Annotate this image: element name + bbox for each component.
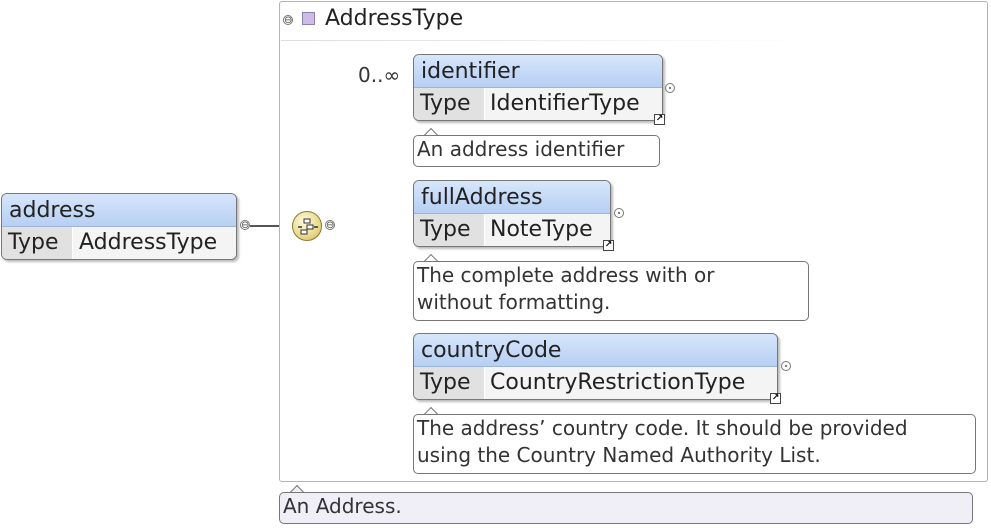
- compositor-collapse-icon[interactable]: ⊖: [325, 220, 335, 231]
- doc-line: without formatting.: [417, 290, 611, 314]
- element-identifier[interactable]: identifier Type IdentifierType: [413, 54, 663, 121]
- type-value: AddressType: [79, 230, 218, 255]
- sequence-compositor-icon[interactable]: [292, 211, 322, 241]
- element-name: countryCode: [421, 338, 562, 363]
- type-label: Type: [420, 91, 471, 116]
- element-header: address: [2, 194, 236, 227]
- country-code-expand-icon[interactable]: [781, 361, 791, 371]
- identifier-documentation: An address identifier: [413, 135, 660, 167]
- type-label: Type: [420, 370, 471, 395]
- type-row: Type CountryRestrictionType: [414, 367, 777, 399]
- full-address-documentation: The complete address with or without for…: [413, 261, 809, 321]
- group-documentation: An Address.: [279, 492, 973, 524]
- country-code-type-link-icon[interactable]: ↗: [770, 393, 781, 404]
- type-value: NoteType: [490, 217, 593, 242]
- type-label-cell: Type: [2, 227, 73, 259]
- country-code-documentation: The address’ country code. It should be …: [413, 414, 976, 474]
- element-address[interactable]: address Type AddressType: [1, 193, 237, 260]
- full-address-type-link-icon[interactable]: ↗: [603, 240, 614, 251]
- full-address-expand-icon[interactable]: [614, 208, 624, 218]
- type-label-cell: Type: [414, 88, 485, 120]
- type-row: Type NoteType: [414, 214, 610, 246]
- doc-line: The address’ country code. It should be …: [417, 416, 908, 440]
- group-divider: [281, 40, 811, 41]
- doc-line: The complete address with or: [417, 263, 715, 287]
- element-name: fullAddress: [421, 185, 543, 210]
- doc-text: An Address.: [283, 494, 402, 518]
- type-label: Type: [8, 230, 59, 255]
- identifier-cardinality: 0..∞: [358, 63, 401, 87]
- element-name: identifier: [421, 59, 520, 84]
- element-header: countryCode: [414, 334, 777, 367]
- group-title: AddressType: [325, 6, 464, 31]
- type-label: Type: [420, 217, 471, 242]
- identifier-type-link-icon[interactable]: ↗: [654, 114, 665, 125]
- type-value: CountryRestrictionType: [490, 370, 746, 395]
- identifier-expand-icon[interactable]: [665, 83, 675, 93]
- doc-line: using the Country Named Authority List.: [417, 443, 821, 467]
- type-value: IdentifierType: [490, 91, 640, 116]
- type-label-cell: Type: [414, 367, 485, 399]
- complex-type-square-icon: [302, 12, 315, 25]
- type-row: Type AddressType: [2, 227, 236, 259]
- element-header: identifier: [414, 55, 662, 88]
- type-label-cell: Type: [414, 214, 485, 246]
- element-name: address: [9, 198, 96, 223]
- doc-text: An address identifier: [417, 137, 625, 161]
- element-country-code[interactable]: countryCode Type CountryRestrictionType: [413, 333, 778, 400]
- element-full-address[interactable]: fullAddress Type NoteType: [413, 180, 611, 247]
- address-collapse-icon[interactable]: ⊖: [240, 220, 250, 231]
- group-collapse-icon[interactable]: ⊖: [283, 15, 293, 26]
- element-header: fullAddress: [414, 181, 610, 214]
- type-row: Type IdentifierType: [414, 88, 662, 120]
